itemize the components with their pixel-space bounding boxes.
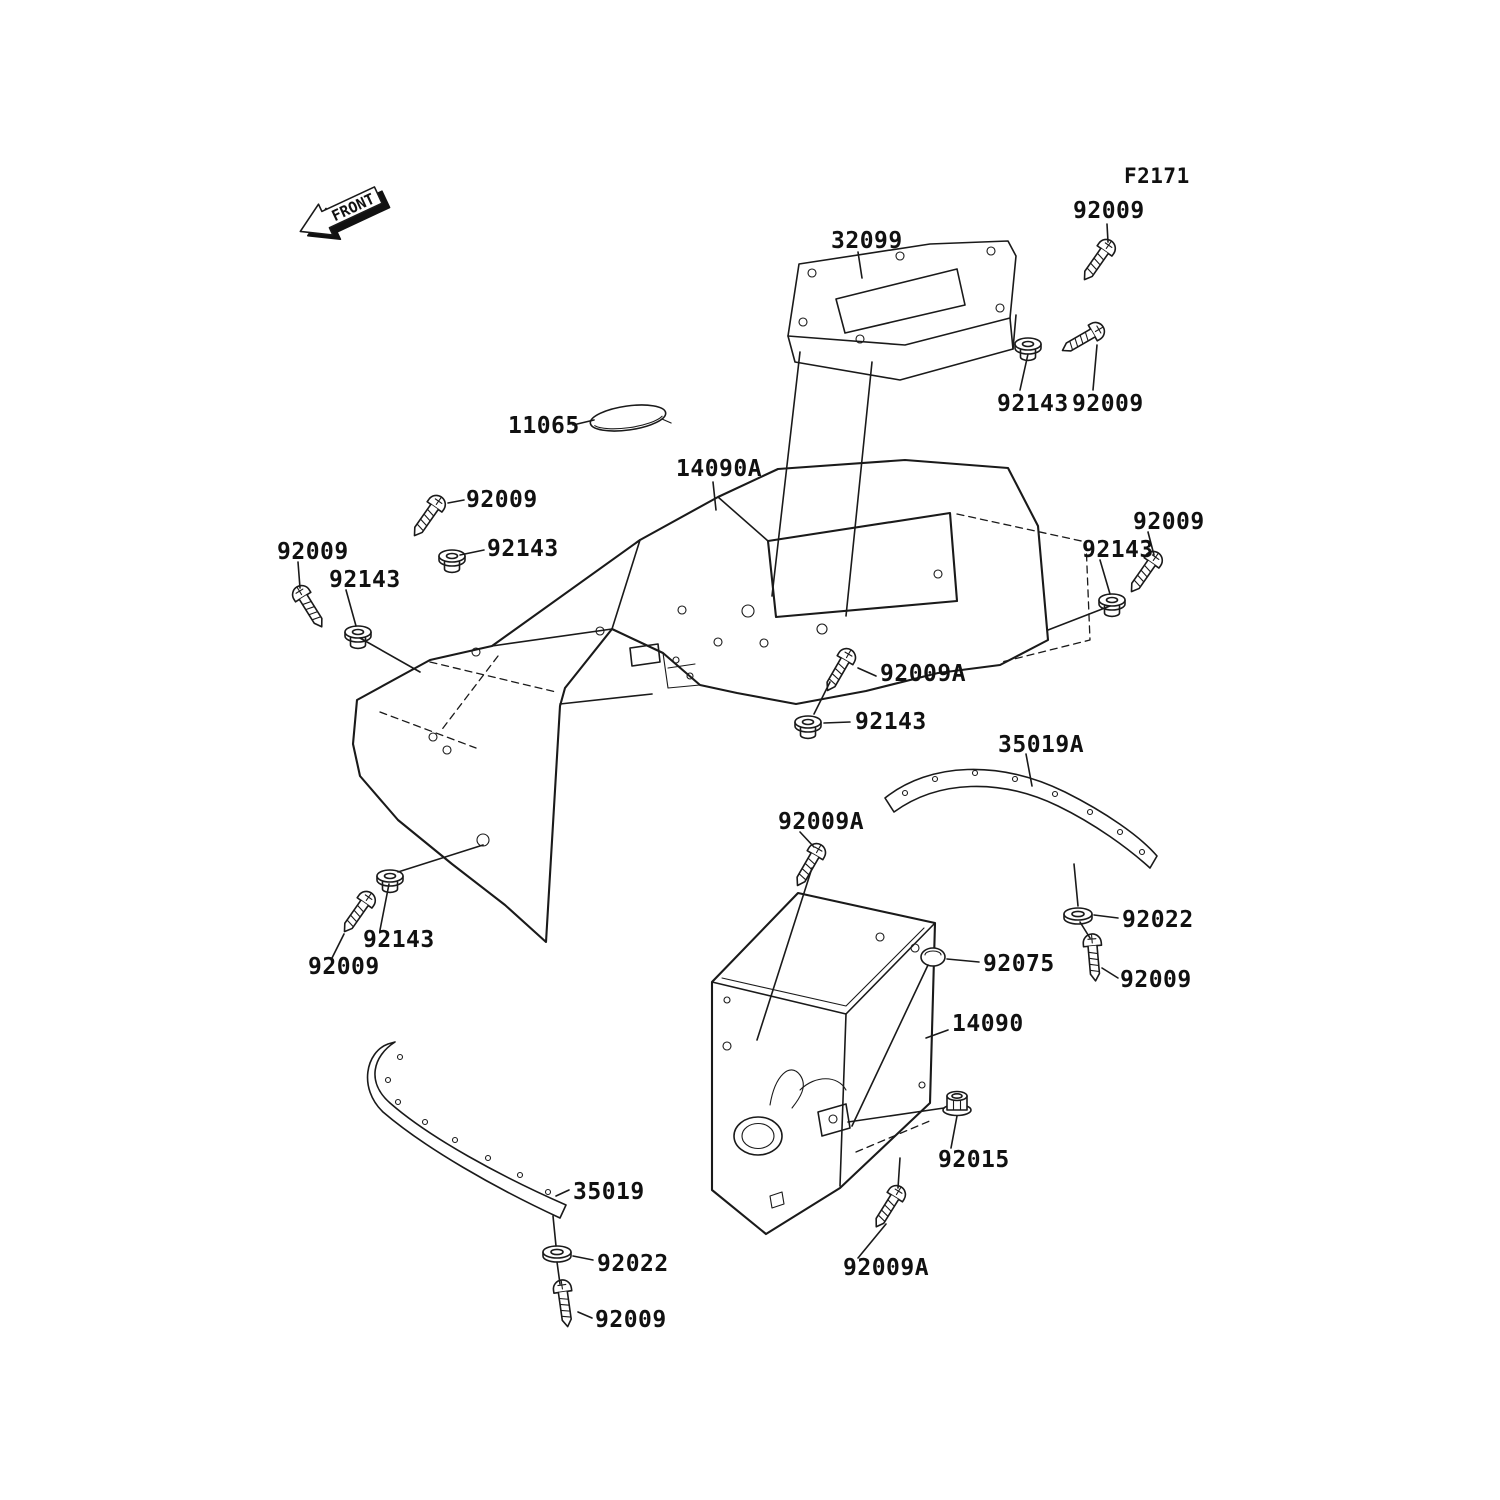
- part-label: 35019: [573, 1179, 645, 1205]
- part-label: 92022: [1122, 907, 1194, 933]
- screw-92009A-center: [818, 644, 860, 696]
- cap-92075: [920, 947, 946, 967]
- screw-92009A-bottom: [867, 1181, 910, 1233]
- screw-92009-panel: [1057, 318, 1109, 360]
- leader-lines: [297, 223, 1155, 1319]
- part-label: 92009A: [843, 1255, 930, 1281]
- part-label: 14090A: [676, 456, 763, 482]
- part-label: 92143: [1082, 537, 1154, 563]
- part-label: 11065: [508, 413, 580, 439]
- part-label: 35019A: [998, 732, 1085, 758]
- washer-92022-right: [1063, 907, 1093, 925]
- part-label: 92075: [983, 951, 1055, 977]
- part-label: 92009A: [778, 809, 865, 835]
- strip-35019: [366, 1041, 567, 1219]
- bushing-92143-right: [1098, 593, 1126, 618]
- screw-92009-bottom: [551, 1278, 578, 1329]
- front-arrow: FRONT: [299, 186, 391, 241]
- panel-32099: [787, 240, 1017, 381]
- part-label: 92015: [938, 1147, 1010, 1173]
- part-label: 92143: [329, 567, 401, 593]
- part-label: 92009: [1072, 391, 1144, 417]
- part-label: 92009A: [880, 661, 967, 687]
- part-label: 92143: [487, 536, 559, 562]
- bushing-92143-center: [794, 715, 822, 740]
- screw-92009-top: [1076, 235, 1120, 286]
- bushing-92143-left: [344, 625, 372, 650]
- part-label: 14090: [952, 1011, 1024, 1037]
- screw-92009-upper-left: [406, 491, 450, 542]
- washer-92022-bottom: [542, 1245, 572, 1263]
- screw-92009-far-left: [288, 581, 331, 633]
- part-label: 92009: [1120, 967, 1192, 993]
- nut-92015: [942, 1090, 972, 1117]
- bushing-92143-lower-left: [376, 869, 404, 894]
- fender-14090A: [351, 458, 1091, 944]
- bushing-92143-upper-left: [438, 549, 466, 574]
- box-14090: [710, 891, 937, 1236]
- strip-35019A: [884, 768, 1158, 869]
- part-label: 92009: [277, 539, 349, 565]
- part-label: 92143: [997, 391, 1069, 417]
- screw-92009A-left-center: [788, 839, 830, 891]
- part-label: 92009: [308, 954, 380, 980]
- screw-92009-lower-right: [1081, 932, 1106, 983]
- part-label: 92143: [363, 927, 435, 953]
- part-label: 92143: [855, 709, 927, 735]
- part-label: 92009: [595, 1307, 667, 1333]
- part-label: 32099: [831, 228, 903, 254]
- diagram-code: F2171: [1124, 164, 1190, 188]
- part-label: 92022: [597, 1251, 669, 1277]
- part-label: 92009: [1073, 198, 1145, 224]
- part-label: 92009: [466, 487, 538, 513]
- part-label: 92009: [1133, 509, 1205, 535]
- cap-11065: [589, 404, 672, 432]
